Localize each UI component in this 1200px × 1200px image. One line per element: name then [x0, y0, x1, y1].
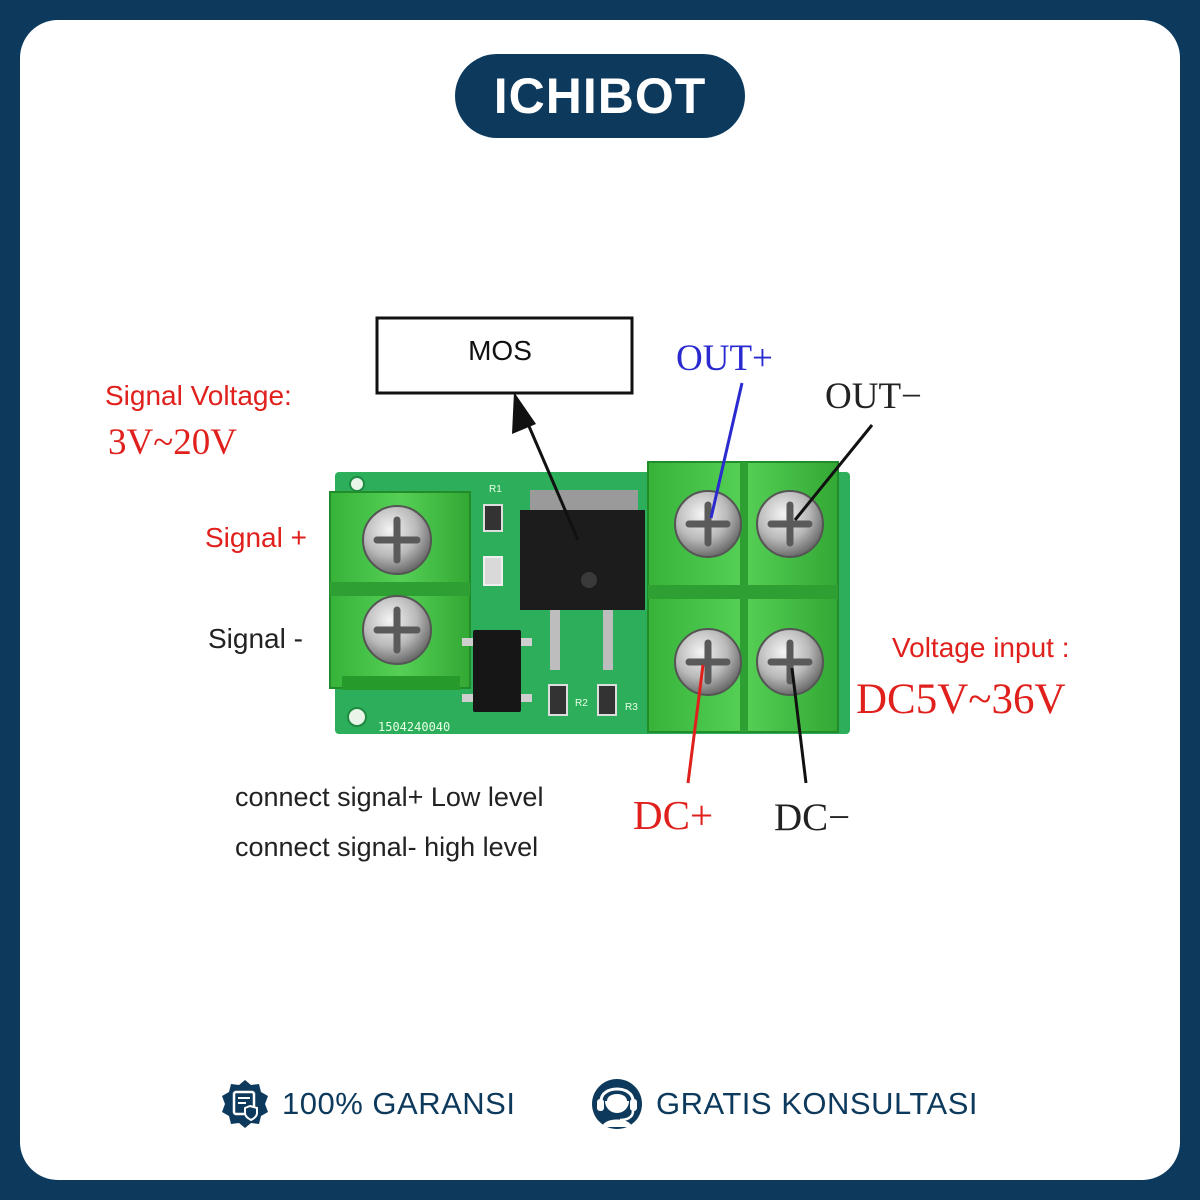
resistor-r1-label: R1	[489, 484, 502, 495]
dc-minus-label: DC−	[774, 796, 851, 839]
optocoupler-chip	[473, 630, 521, 712]
out-minus-pointer	[793, 424, 874, 521]
mos-pointer-arrow	[520, 409, 580, 541]
resistor-r3-label: R3	[625, 702, 638, 713]
power-terminal-block	[647, 461, 839, 733]
signal-voltage-range: 3V~20V	[108, 422, 237, 463]
resistor-r2	[548, 684, 568, 716]
arrowhead-icon	[512, 392, 536, 434]
brand-badge: ICHIBOT	[455, 54, 745, 138]
guarantee-badge: 100% GARANSI	[220, 1074, 515, 1134]
signal-plus-label: Signal +	[205, 522, 307, 553]
brand-name: ICHIBOT	[493, 68, 707, 124]
dc-minus-pointer	[790, 667, 808, 784]
led-indicator	[483, 556, 503, 586]
signal-voltage-title: Signal Voltage:	[105, 380, 292, 411]
consult-label: GRATIS KONSULTASI	[656, 1086, 978, 1121]
mos-label: MOS	[468, 335, 532, 366]
out-plus-label: OUT+	[676, 338, 773, 379]
mos-callout-box	[375, 316, 634, 395]
shield-certificate-icon	[222, 1080, 268, 1128]
dc-plus-pointer	[686, 664, 705, 784]
voltage-input-range: DC5V~36V	[856, 676, 1066, 723]
signal-terminal-block	[329, 491, 471, 690]
headset-support-icon	[592, 1079, 642, 1129]
mosfet-chip	[520, 490, 645, 670]
guarantee-label: 100% GARANSI	[282, 1086, 516, 1121]
note-line-2: connect signal- high level	[235, 832, 539, 862]
pcb-serial: 1504240040	[378, 720, 450, 734]
resistor-r3	[597, 684, 617, 716]
mount-hole	[349, 476, 365, 492]
signal-minus-label: Signal -	[208, 623, 303, 654]
mount-hole	[347, 707, 367, 727]
out-plus-pointer	[709, 382, 744, 519]
consult-badge: GRATIS KONSULTASI	[590, 1074, 978, 1134]
resistor-r1	[483, 504, 503, 532]
dc-plus-label: DC+	[633, 792, 714, 838]
out-minus-label: OUT−	[825, 376, 922, 417]
voltage-input-title: Voltage input :	[892, 632, 1070, 663]
note-line-1: connect signal+ Low level	[235, 782, 544, 812]
resistor-r2-label: R2	[575, 698, 588, 709]
